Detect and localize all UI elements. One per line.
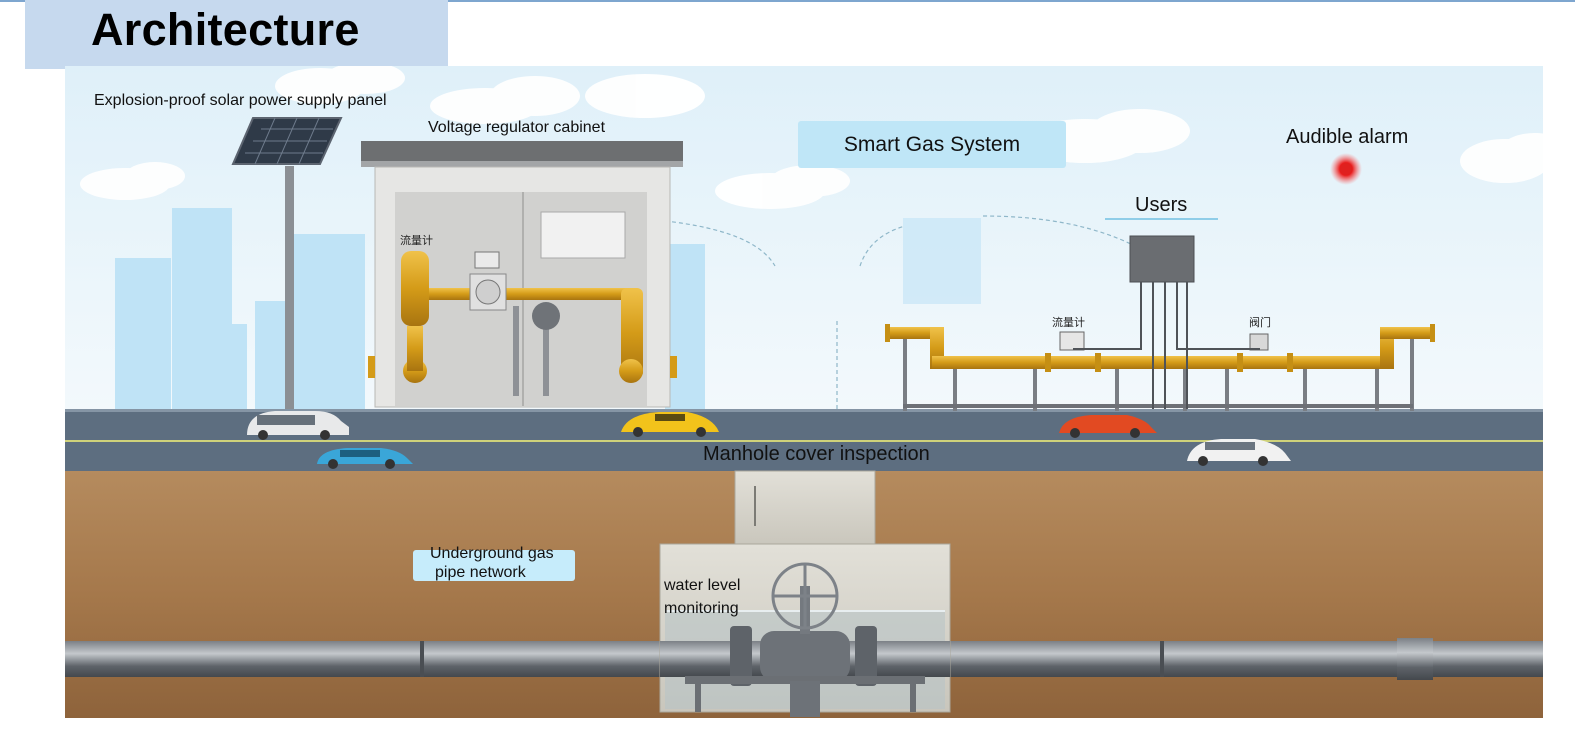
solar-panel-icon bbox=[231, 117, 343, 411]
manhole-inspection-label: Manhole cover inspection bbox=[703, 443, 930, 465]
car-icon bbox=[317, 448, 413, 469]
underground-pipe-label-line1: Underground gas bbox=[430, 545, 554, 562]
regulator-cabinet bbox=[361, 141, 683, 408]
car-icon bbox=[1059, 415, 1157, 438]
underground-pipe-label-line2: pipe network bbox=[435, 564, 526, 581]
car-icon bbox=[621, 412, 719, 437]
water-level-label-line2: monitoring bbox=[664, 600, 739, 617]
city-skyline bbox=[115, 208, 981, 411]
smart-gas-system-label: Smart Gas System bbox=[798, 121, 1066, 168]
control-box-icon bbox=[1073, 235, 1260, 409]
water-level-label-line1: water level bbox=[664, 577, 741, 594]
flowmeter-user-label: 流量计 bbox=[1052, 316, 1085, 329]
solar-panel-label: Explosion-proof solar power supply panel bbox=[94, 92, 387, 109]
audible-alarm-label: Audible alarm bbox=[1286, 126, 1409, 148]
user-gas-pipeline bbox=[885, 324, 1435, 411]
car-icon bbox=[1187, 439, 1291, 466]
water-level-label: water level monitoring bbox=[664, 574, 764, 620]
valve-user-label: 阀门 bbox=[1249, 316, 1271, 329]
car-icon bbox=[247, 411, 349, 440]
title-banner bbox=[25, 0, 448, 69]
page-title: Architecture bbox=[91, 4, 360, 55]
valve-wheel-icon bbox=[771, 562, 839, 630]
architecture-diagram: Explosion-proof solar power supply panel… bbox=[65, 66, 1543, 718]
regulator-cabinet-label: Voltage regulator cabinet bbox=[428, 119, 606, 136]
users-label: Users bbox=[1135, 194, 1188, 216]
underground-pipe-label: Underground gas pipe network bbox=[413, 545, 575, 581]
top-rule bbox=[0, 0, 1575, 2]
alarm-light-icon bbox=[1330, 153, 1362, 185]
flowmeter-cabinet-label: 流量计 bbox=[400, 234, 433, 247]
